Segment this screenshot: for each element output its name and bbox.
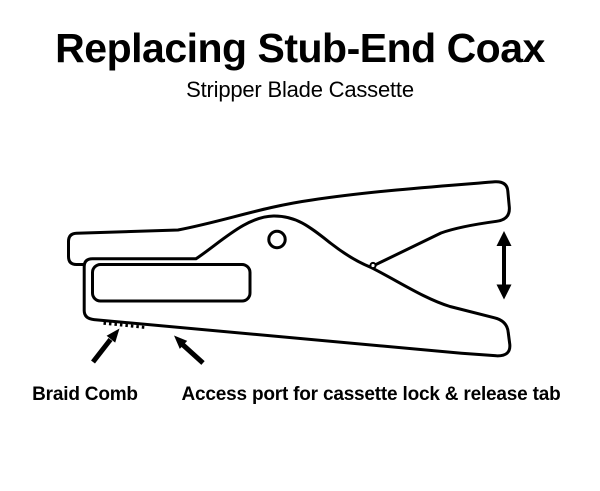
cassette-window (91, 263, 252, 303)
squeeze-direction-arrow-icon (496, 231, 512, 300)
page-title: Replacing Stub-End Coax (55, 25, 545, 71)
pivot-notch (369, 261, 377, 270)
braid-comb-teeth (103, 321, 148, 330)
braid-comb-pointer-arrow-icon (91, 328, 120, 364)
body-and-lower-handle-outline (82, 214, 512, 358)
access-port-pointer-arrow-icon (174, 335, 205, 365)
upper-handle-outline (67, 180, 511, 268)
access-port-label: Access port for cassette lock & release … (181, 384, 561, 405)
braid-comb-label: Braid Comb (32, 384, 138, 405)
pivot-hole (267, 229, 287, 250)
page-subtitle: Stripper Blade Cassette (186, 77, 414, 102)
